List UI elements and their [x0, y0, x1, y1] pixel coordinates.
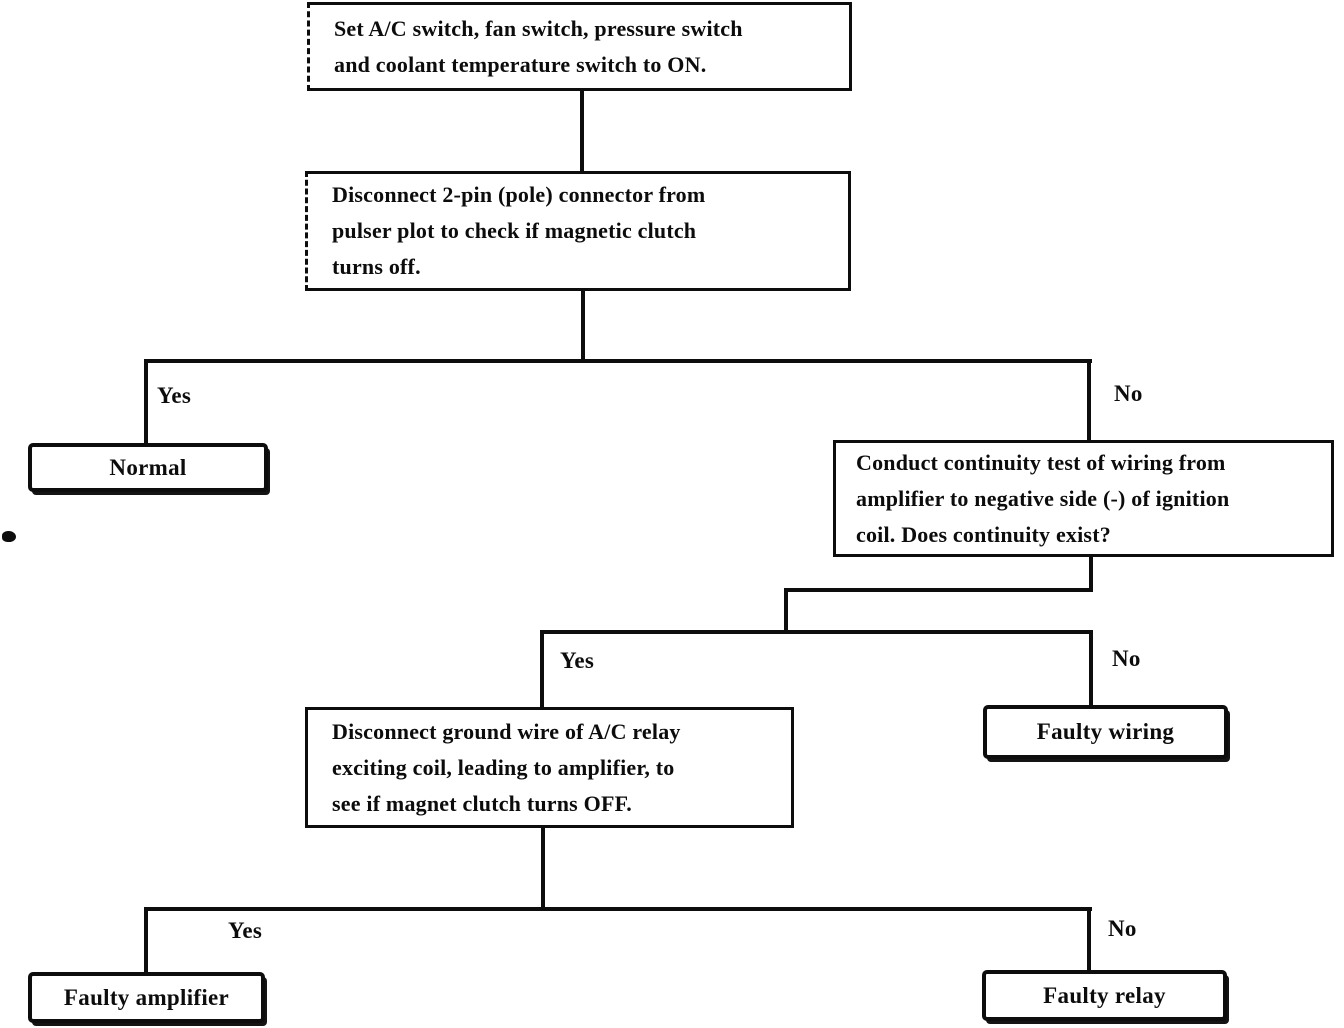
branch3-no-label: No	[1108, 916, 1137, 941]
node-result-faulty-amplifier: Faulty amplifier	[28, 972, 265, 1023]
node-continuity-test-text: Conduct continuity test of wiring from a…	[856, 449, 1230, 547]
connector-branch1-no-drop	[1087, 359, 1091, 442]
connector-step3-down	[1089, 555, 1093, 592]
branch2-yes-label: Yes	[560, 648, 595, 673]
branch1-yes-label: Yes	[157, 383, 192, 408]
connector-branch2-yes-drop	[540, 630, 544, 709]
branch1-no-label: No	[1114, 381, 1143, 406]
connector-step2-to-branch1	[581, 289, 585, 363]
node-disconnect-2pin-connector-text: Disconnect 2-pin (pole) connector from p…	[332, 182, 706, 279]
connector-branch1-bar	[144, 359, 1092, 363]
node-disconnect-ground-wire-text: Disconnect ground wire of A/C relay exci…	[332, 718, 681, 816]
connector-branch2-no-drop	[1089, 630, 1093, 707]
node-result-normal: Normal	[28, 443, 268, 492]
connector-step1-to-step2	[580, 90, 584, 174]
node-result-faulty-relay-text: Faulty relay	[1043, 982, 1166, 1008]
node-disconnect-2pin-connector: Disconnect 2-pin (pole) connector from p…	[305, 171, 851, 291]
node-set-switches-on: Set A/C switch, fan switch, pressure swi…	[307, 2, 852, 91]
connector-branch3-no-drop	[1087, 907, 1091, 972]
branch3-yes-label: Yes	[228, 918, 263, 943]
connector-branch3-yes-drop	[144, 907, 148, 974]
node-result-faulty-wiring: Faulty wiring	[983, 705, 1228, 759]
connector-branch1-yes-drop	[144, 359, 148, 445]
node-result-faulty-relay: Faulty relay	[982, 970, 1227, 1021]
node-result-normal-text: Normal	[109, 454, 187, 480]
node-result-faulty-amplifier-text: Faulty amplifier	[63, 984, 230, 1010]
connector-branch2-bar	[540, 630, 1093, 634]
branch2-no-label: No	[1112, 646, 1141, 671]
node-set-switches-on-text: Set A/C switch, fan switch, pressure swi…	[334, 15, 743, 77]
node-result-faulty-wiring-text: Faulty wiring	[1036, 719, 1175, 744]
connector-step4-to-branch3	[541, 826, 545, 911]
node-continuity-test: Conduct continuity test of wiring from a…	[833, 440, 1334, 557]
connector-branch3-bar	[144, 907, 1092, 911]
connector-step3-elbow-vertical	[784, 588, 788, 634]
scan-artifact-speck	[2, 531, 16, 542]
connector-step3-elbow-horizontal	[784, 588, 1093, 592]
node-disconnect-ground-wire: Disconnect ground wire of A/C relay exci…	[305, 707, 794, 828]
